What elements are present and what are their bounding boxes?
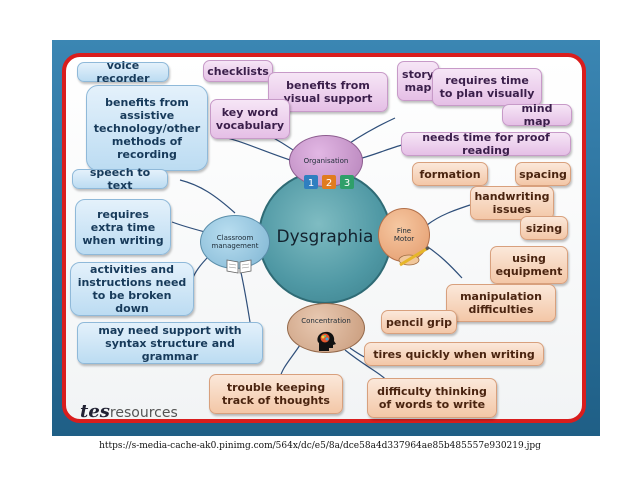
extra-time-node: requires extra time when writing (75, 199, 171, 255)
formation-text: formation (419, 167, 481, 181)
key-word-node: key word vocabulary (210, 99, 290, 139)
checklists-node: checklists (203, 60, 273, 82)
classroom-management-hub: Classroom management (200, 215, 270, 269)
equipment-text: using equipment (495, 252, 563, 278)
proof-reading-node: needs time for proof reading (401, 131, 571, 157)
tires-quickly-text: tires quickly when writing (373, 347, 535, 361)
step-1: 1 (308, 178, 314, 189)
step-2: 2 (326, 178, 332, 189)
handwriting-issues-node: handwriting issues (470, 186, 554, 220)
dysgraphia-center-circle: Dysgraphia (258, 170, 392, 304)
extra-time-text: requires extra time when writing (82, 207, 164, 247)
spacing-node: spacing (515, 162, 571, 186)
using-equipment-node: using equipment (490, 246, 568, 284)
voice-recorder-node: voice recorder (77, 59, 169, 85)
open-book-icon (226, 258, 252, 274)
voice-recorder-text: voice recorder (96, 59, 150, 85)
track-thoughts-node: trouble keeping track of thoughts (209, 374, 343, 414)
formation-node: formation (412, 162, 488, 186)
activities-broken-node: activities and instructions need to be b… (70, 262, 194, 316)
track-thoughts-text: trouble keeping track of thoughts (222, 381, 330, 407)
concentration-label: Concentration (301, 317, 351, 325)
mind-map-text: mind map (521, 102, 553, 128)
thinking-words-text: difficulty thinking of words to write (377, 385, 487, 411)
time-plan-text: requires time to plan visually (439, 74, 535, 100)
logo-brand: tes (80, 401, 110, 422)
tires-quickly-node: tires quickly when writing (364, 342, 544, 366)
classroom-label: Classroom management (211, 234, 259, 250)
step-3: 3 (344, 178, 350, 189)
handwriting-text: handwriting issues (474, 190, 550, 216)
manipulation-text: manipulation difficulties (460, 290, 542, 316)
benefits-assistive-node: benefits from assistive technology/other… (86, 85, 208, 171)
fine-motor-label: Fine Motor (393, 227, 415, 243)
pencil-grip-text: pencil grip (386, 315, 452, 329)
pencil-grip-node: pencil grip (381, 310, 457, 334)
manipulation-node: manipulation difficulties (446, 284, 556, 322)
sizing-node: sizing (520, 216, 568, 240)
tes-resources-logo: tesresources (80, 401, 178, 422)
story-map-text: story map (402, 68, 434, 94)
syntax-support-text: may need support with syntax structure a… (98, 323, 242, 363)
key-word-text: key word vocabulary (215, 106, 285, 132)
center-label: Dysgraphia (276, 227, 374, 247)
mind-map-node: mind map (502, 102, 572, 128)
visual-support-text: benefits from visual support (283, 79, 373, 105)
checklists-text: checklists (207, 64, 269, 78)
time-plan-node: requires time to plan visually (432, 68, 542, 106)
speech-to-text-node: speech to text (72, 166, 168, 192)
benefits-assistive-text: benefits from assistive technology/other… (93, 95, 201, 161)
thinking-words-node: difficulty thinking of words to write (367, 378, 497, 418)
proof-reading-text: needs time for proof reading (422, 131, 550, 157)
sizing-text: sizing (525, 221, 563, 235)
head-brain-icon (314, 329, 338, 353)
organisation-label: Organisation (303, 157, 349, 165)
pencil-hand-icon (396, 245, 430, 267)
image-source-caption: https://s-media-cache-ak0.pinimg.com/564… (99, 441, 541, 451)
syntax-support-node: may need support with syntax structure a… (77, 322, 263, 364)
activities-broken-text: activities and instructions need to be b… (77, 263, 187, 315)
steps-123-icon: 1 2 3 (304, 174, 354, 190)
logo-suffix: resources (109, 405, 178, 421)
speech-to-text-text: speech to text (89, 166, 151, 192)
spacing-text: spacing (519, 167, 567, 181)
